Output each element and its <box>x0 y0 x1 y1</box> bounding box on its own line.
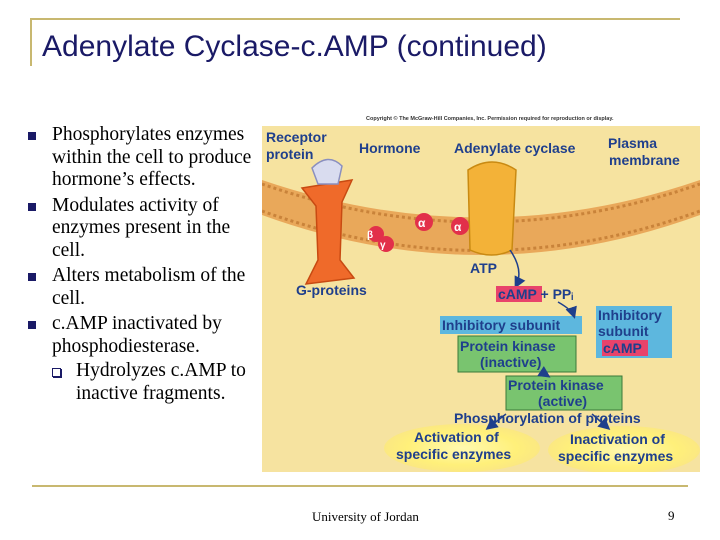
hollow-square-bullet-icon <box>52 368 61 377</box>
bullet-item: Alters metabolism of the cell. <box>28 265 258 310</box>
g-proteins-label: G-proteins <box>296 282 367 298</box>
alpha-symbol-2: α <box>454 220 462 234</box>
protein-kinase-inactive-label: Protein kinase <box>460 338 556 354</box>
inhibitory-camp-label-line3: cAMP <box>603 340 642 356</box>
square-bullet-icon <box>28 203 36 211</box>
phosphorylation-label: Phosphorylation of proteins <box>454 410 641 426</box>
beta-symbol: β <box>367 230 373 241</box>
square-bullet-icon <box>28 132 36 140</box>
inhibitory-camp-label-line2: subunit <box>598 323 649 339</box>
square-bullet-icon <box>28 273 36 281</box>
protein-kinase-inactive-label-line2: (inactive) <box>480 354 541 370</box>
receptor-protein-label-line2: protein <box>266 146 313 162</box>
adenylate-cyclase-label: Adenylate cyclase <box>454 140 576 156</box>
atp-label: ATP <box>470 260 497 276</box>
bullet-list: Phosphorylates enzymes within the cell t… <box>28 124 258 408</box>
protein-kinase-active-label: Protein kinase <box>508 377 604 393</box>
inactivation-label-line2: specific enzymes <box>558 448 673 464</box>
gamma-symbol: γ <box>380 240 386 251</box>
activation-label-line2: specific enzymes <box>396 446 511 462</box>
sub-bullet-list: Hydrolyzes c.AMP to inactive fragments. <box>52 360 258 405</box>
plasma-membrane-label-line2: membrane <box>609 152 680 168</box>
bullet-text: Phosphorylates enzymes within the cell t… <box>52 124 251 190</box>
bullet-item: c.AMP inactivated by phosphodiesterase. … <box>28 313 258 405</box>
sub-bullet-item: Hydrolyzes c.AMP to inactive fragments. <box>52 360 258 405</box>
plasma-membrane-label: Plasma <box>608 135 657 151</box>
camp-pathway-figure: Copyright © The McGraw-Hill Companies, I… <box>262 110 700 472</box>
protein-kinase-active-label-line2: (active) <box>538 393 587 409</box>
slide-title: Adenylate Cyclase-c.AMP (continued) <box>42 30 547 64</box>
hormone-molecule <box>312 159 342 184</box>
inhibitory-subunit-label: Inhibitory subunit <box>442 317 561 333</box>
footer-rule <box>32 485 688 487</box>
title-rule-left <box>30 18 32 66</box>
footer-text: University of Jordan <box>312 509 419 525</box>
camp-ppi-label: cAMP + PPᵢ <box>498 286 573 302</box>
hormone-label: Hormone <box>359 140 421 156</box>
bullet-text: Alters metabolism of the cell. <box>52 265 245 309</box>
bullet-item: Phosphorylates enzymes within the cell t… <box>28 124 258 192</box>
inhibitory-camp-label: Inhibitory <box>598 307 662 323</box>
sub-bullet-text: Hydrolyzes c.AMP to inactive fragments. <box>76 360 246 404</box>
copyright-notice: Copyright © The McGraw-Hill Companies, I… <box>366 115 614 122</box>
title-rule-top <box>30 18 680 20</box>
square-bullet-icon <box>28 321 36 329</box>
bullet-text: Modulates activity of enzymes present in… <box>52 195 230 261</box>
page-number: 9 <box>668 508 675 524</box>
alpha-symbol: α <box>418 216 426 230</box>
activation-label: Activation of <box>414 429 499 445</box>
bullet-item: Modulates activity of enzymes present in… <box>28 195 258 263</box>
inactivation-label: Inactivation of <box>570 431 665 447</box>
adenylate-cyclase-shape <box>468 162 516 255</box>
bullet-text: c.AMP inactivated by phosphodiesterase. <box>52 313 222 357</box>
receptor-protein-label: Receptor <box>266 129 327 145</box>
